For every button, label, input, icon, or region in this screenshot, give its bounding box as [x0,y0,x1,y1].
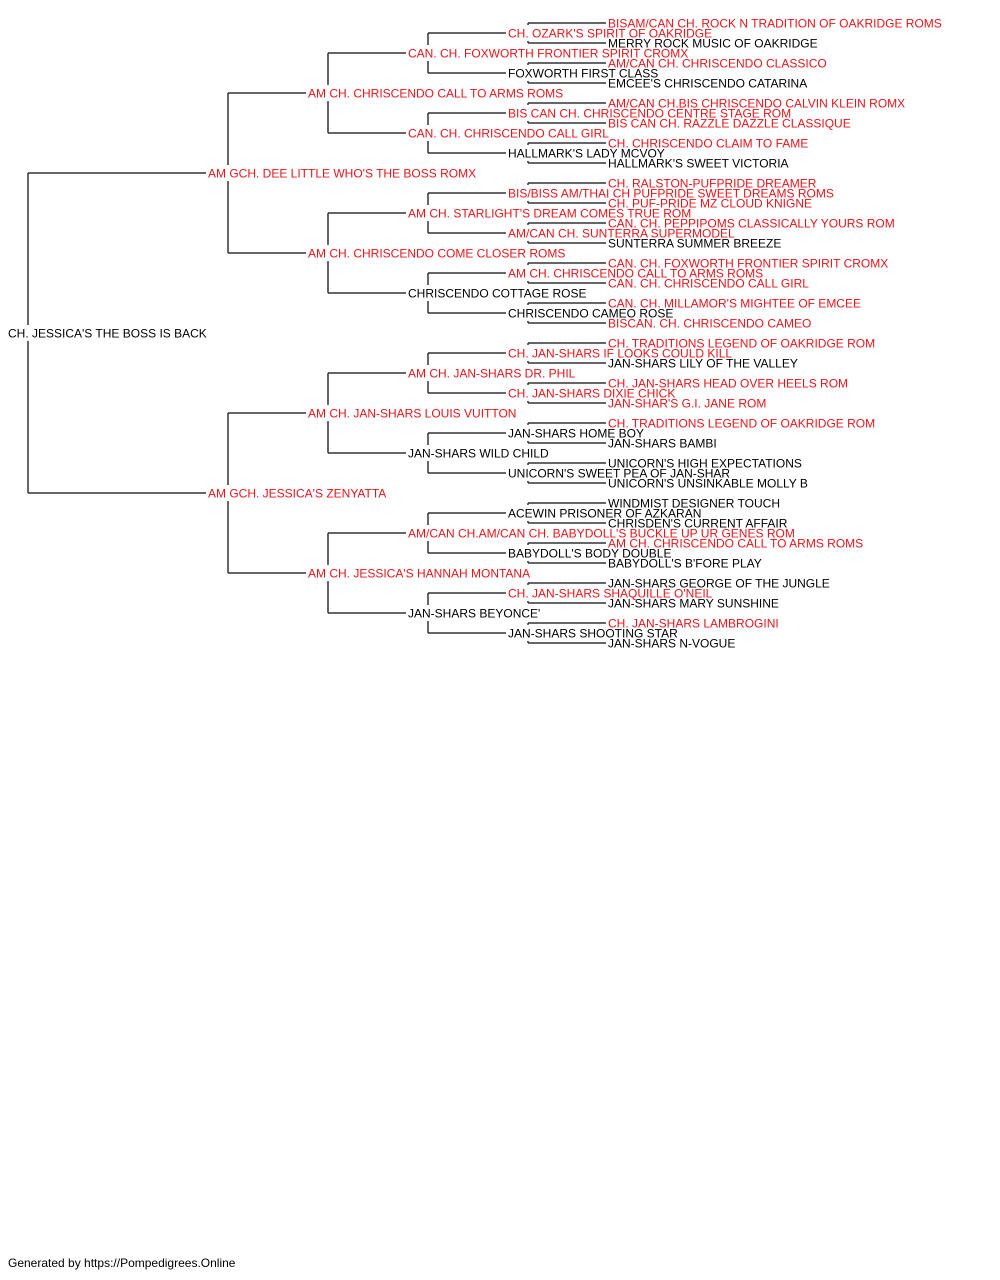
ancestor-name-gen5: BISAM/CAN CH. ROCK N TRADITION OF OAKRID… [608,17,942,31]
ancestor-name-gen4: CH. JAN-SHARS IF LOOKS COULD KILL [508,347,732,361]
ancestor-name-gen4: HALLMARK'S LADY MCVOY [508,147,665,161]
ancestor-name-gen5: BISCAN. CH. CHRISCENDO CAMEO [608,317,811,331]
ancestor-name-gen5: AM/CAN CH.BIS CHRISCENDO CALVIN KLEIN RO… [608,97,905,111]
ancestor-name-gen5: CH. TRADITIONS LEGEND OF OAKRIDGE ROM [608,417,875,431]
ancestor-name-gen5: HALLMARK'S SWEET VICTORIA [608,157,789,171]
ancestor-name-gen5: JAN-SHARS MARY SUNSHINE [608,597,779,611]
ancestor-name-gen4: JAN-SHARS SHOOTING STAR [508,627,678,641]
ancestor-name-gen5: JAN-SHARS N-VOGUE [608,637,735,651]
ancestor-name-gen5: AM/CAN CH. CHRISCENDO CLASSICO [608,57,827,71]
ancestor-name-gen4: UNICORN'S SWEET PEA OF JAN-SHAR [508,467,730,481]
ancestor-name-gen5: CH. PUF-PRIDE MZ CLOUD KNIGNE [608,197,812,211]
ancestor-name-gen5: JAN-SHARS BAMBI [608,437,717,451]
ancestor-name-gen5: JAN-SHAR'S G.I. JANE ROM [608,397,766,411]
ancestor-name-gen5: CH. CHRISCENDO CLAIM TO FAME [608,137,808,151]
ancestor-name-gen5: JAN-SHARS GEORGE OF THE JUNGLE [608,577,830,591]
ancestor-name-gen5: CH. RALSTON-PUFPRIDE DREAMER [608,177,817,191]
ancestor-name-gen4: CHRISCENDO CAMEO ROSE [508,307,673,321]
ancestor-name-gen5: EMCEE'S CHRISCENDO CATARINA [608,77,807,91]
ancestor-name-gen3: AM CH. STARLIGHT'S DREAM COMES TRUE ROM [408,207,691,221]
ancestor-name-gen5: CAN. CH. CHRISCENDO CALL GIRL [608,277,809,291]
ancestor-name-gen5: CAN. CH. FOXWORTH FRONTIER SPIRIT CROMX [608,257,888,271]
ancestor-name-gen5: CH. TRADITIONS LEGEND OF OAKRIDGE ROM [608,337,875,351]
ancestor-name-gen4: ACEWIN PRISONER OF AZKARAN [508,507,701,521]
ancestor-name-gen4: AM CH. CHRISCENDO CALL TO ARMS ROMS [508,267,763,281]
subject-name: CH. JESSICA'S THE BOSS IS BACK [8,327,207,341]
ancestor-name-gen5: CH. JAN-SHARS LAMBROGINI [608,617,779,631]
ancestor-name-gen4: FOXWORTH FIRST CLASS [508,67,658,81]
ancestor-name-gen3: JAN-SHARS BEYONCE' [408,607,540,621]
ancestor-name-gen2: AM CH. CHRISCENDO CALL TO ARMS ROMS [308,87,563,101]
ancestor-name-gen2: AM CH. JAN-SHARS LOUIS VUITTON [308,407,516,421]
ancestor-name-gen5: CH. JAN-SHARS HEAD OVER HEELS ROM [608,377,848,391]
footer-credit: Generated by https://Pompedigrees.Online [8,1256,236,1270]
ancestor-name-gen5: SUNTERRA SUMMER BREEZE [608,237,781,251]
ancestor-name-gen4: CH. JAN-SHARS DIXIE CHICK [508,387,675,401]
ancestor-name-gen4: AM/CAN CH. SUNTERRA SUPERMODEL [508,227,735,241]
ancestor-name-gen3: CAN. CH. FOXWORTH FRONTIER SPIRIT CROMX [408,47,688,61]
sire-name: AM GCH. DEE LITTLE WHO'S THE BOSS ROMX [208,167,476,181]
ancestor-name-gen5: CAN. CH. PEPPIPOMS CLASSICALLY YOURS ROM [608,217,895,231]
dam-name: AM GCH. JESSICA'S ZENYATTA [208,487,386,501]
ancestor-name-gen5: UNICORN'S UNSINKABLE MOLLY B [608,477,808,491]
ancestor-name-gen5: MERRY ROCK MUSIC OF OAKRIDGE [608,37,818,51]
ancestor-name-gen5: CAN. CH. MILLAMOR'S MIGHTEE OF EMCEE [608,297,861,311]
ancestor-name-gen4: BIS CAN CH. CHRISCENDO CENTRE STAGE ROM [508,107,791,121]
ancestor-name-gen5: BABYDOLL'S B'FORE PLAY [608,557,762,571]
ancestor-name-gen5: WINDMIST DESIGNER TOUCH [608,497,780,511]
ancestor-name-gen5: CHRISDEN'S CURRENT AFFAIR [608,517,788,531]
ancestor-name-gen5: BIS CAN CH. RAZZLE DAZZLE CLASSIQUE [608,117,851,131]
ancestor-name-gen2: AM CH. JESSICA'S HANNAH MONTANA [308,567,530,581]
ancestor-name-gen5: JAN-SHARS LILY OF THE VALLEY [608,357,798,371]
ancestor-name-gen5: AM CH. CHRISCENDO CALL TO ARMS ROMS [608,537,863,551]
ancestor-name-gen3: JAN-SHARS WILD CHILD [408,447,549,461]
ancestor-name-gen5: UNICORN'S HIGH EXPECTATIONS [608,457,802,471]
ancestor-name-gen3: CAN. CH. CHRISCENDO CALL GIRL [408,127,609,141]
ancestor-name-gen3: AM CH. JAN-SHARS DR. PHIL [408,367,576,381]
ancestor-name-gen4: CH. OZARK'S SPIRIT OF OAKRIDGE [508,27,712,41]
ancestor-name-gen2: AM CH. CHRISCENDO COME CLOSER ROMS [308,247,565,261]
ancestor-name-gen3: AM/CAN CH.AM/CAN CH. BABYDOLL'S BUCKLE U… [408,527,795,541]
ancestor-name-gen3: CHRISCENDO COTTAGE ROSE [408,287,586,301]
ancestor-name-gen4: BIS/BISS AM/THAI CH PUFPRIDE SWEET DREAM… [508,187,834,201]
ancestor-name-gen4: BABYDOLL'S BODY DOUBLE [508,547,671,561]
ancestor-name-gen4: JAN-SHARS HOME BOY [508,427,644,441]
ancestor-name-gen4: CH. JAN-SHARS SHAQUILLE O'NEIL [508,587,713,601]
